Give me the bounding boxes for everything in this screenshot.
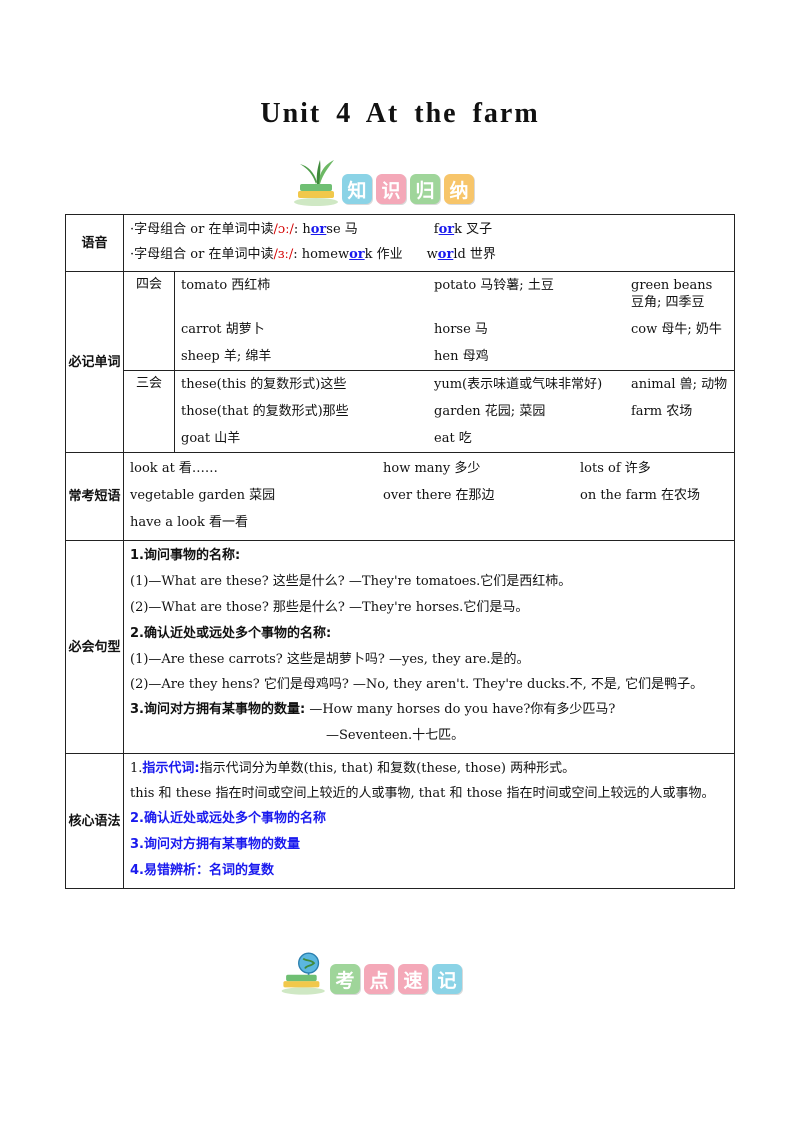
word-item: potato 马铃薯; 土豆: [434, 278, 554, 293]
example-sentence: (1)—Are these carrots? 这些是胡萝卜吗? —yes, th…: [130, 652, 530, 667]
subcategory-label: 四会: [124, 272, 175, 371]
word-item: cow 母牛; 奶牛: [631, 322, 722, 337]
phrase-item: lots of 许多: [580, 461, 651, 476]
banner-char: 点: [364, 964, 394, 994]
phrases-row: 常考短语 look at 看…… how many 多少 lots of 许多 …: [65, 452, 735, 541]
phrase-item: [580, 509, 728, 536]
phrase-item: on the farm 在农场: [580, 488, 700, 503]
pattern-heading: 3.询问对方拥有某事物的数量:: [130, 702, 306, 717]
phrase-grid: look at 看…… how many 多少 lots of 许多 veget…: [130, 455, 728, 536]
phrase-item: vegetable garden 菜园: [130, 488, 276, 503]
phrase-item: [383, 509, 580, 536]
word-item: garden 花园; 菜园: [434, 404, 546, 419]
section-banner-knowledge: 知 识 归 纳: [290, 158, 510, 208]
pattern-line: 3.询问对方拥有某事物的数量: —How many horses do you …: [130, 697, 728, 723]
example-sentence: —Seventeen.十七匹。: [326, 728, 465, 743]
banner-char: 速: [398, 964, 428, 994]
word-item: animal 兽; 动物: [631, 377, 728, 392]
banner-char: 纳: [444, 174, 474, 204]
grammar-point: 2.确认近处或远处多个事物的名称: [130, 811, 326, 826]
banner-char: 归: [410, 174, 440, 204]
pattern-heading: 2.确认近处或远处多个事物的名称:: [130, 626, 332, 641]
grammar-point: 3.询问对方拥有某事物的数量: [130, 837, 300, 852]
word-item: sheep 羊; 绵羊: [181, 349, 272, 364]
grammar-detail: this 和 these 指在时间或空间上较近的人或事物, that 和 tho…: [130, 786, 715, 801]
word-item: yum(表示味道或气味非常好): [434, 377, 603, 392]
word-item: farm 农场: [631, 404, 693, 419]
word-item: those(that 的复数形式)那些: [181, 404, 349, 419]
word-item: [631, 423, 728, 450]
plant-books-icon: [294, 160, 338, 206]
category-label: 必会句型: [65, 540, 124, 754]
section-banner-review: 考 点 速 记: [278, 948, 498, 998]
grammar-row: 核心语法 1.指示代词:指示代词分为单数(this, that) 和复数(the…: [65, 753, 735, 889]
globe-books-icon: [281, 952, 325, 995]
word-item: these(this 的复数形式)这些: [181, 377, 347, 392]
banner-char: 考: [330, 964, 360, 994]
example-sentence: (2)—What are those? 那些是什么? —They're hors…: [130, 600, 529, 615]
vocab-row: 必记单词 四会 tomato 西红柿 potato 马铃薯; 土豆 green …: [65, 271, 735, 453]
word-grid: these(this 的复数形式)这些 yum(表示味道或气味非常好) anim…: [181, 373, 728, 450]
pattern-heading: 1.询问事物的名称:: [130, 548, 241, 563]
word-item: [631, 341, 728, 368]
phrase-item: over there 在那边: [383, 488, 495, 503]
phrase-item: how many 多少: [383, 461, 481, 476]
word-item: eat 吃: [434, 431, 472, 446]
example-sentence: —How many horses do you have?你有多少匹马?: [305, 702, 616, 717]
category-label: 常考短语: [65, 452, 124, 541]
subcategory-label: 三会: [124, 370, 175, 452]
phrase-item: have a look 看一看: [130, 515, 248, 530]
sentences-row: 必会句型 1.询问事物的名称: (1)—What are these? 这些是什…: [65, 540, 735, 754]
word-grid: tomato 西红柿 potato 马铃薯; 土豆 green beans 豆角…: [181, 274, 728, 368]
banner-char: 记: [432, 964, 462, 994]
phrase-item: look at 看……: [130, 461, 218, 476]
word-item: hen 母鸡: [434, 349, 489, 364]
word-item: tomato 西红柿: [181, 278, 271, 293]
grammar-point: 1.指示代词:指示代词分为单数(this, that) 和复数(these, t…: [130, 761, 576, 776]
banner-char: 知: [342, 174, 372, 204]
example-sentence: (2)—Are they hens? 它们是母鸡吗? —No, they are…: [130, 677, 704, 692]
grammar-point: 4.易错辨析：名词的复数: [130, 863, 274, 878]
category-label: 语音: [65, 214, 124, 272]
word-item: goat 山羊: [181, 431, 241, 446]
banner-char: 识: [376, 174, 406, 204]
page-title: Unit 4 At the farm: [260, 98, 540, 129]
word-item: horse 马: [434, 322, 488, 337]
category-label: 必记单词: [65, 271, 124, 453]
example-sentence: (1)—What are these? 这些是什么? —They're toma…: [130, 574, 572, 589]
ipa-symbol: /ɜː/: [273, 247, 294, 262]
word-item: green beans 豆角; 四季豆: [631, 278, 713, 310]
ipa-symbol: /ɔː/: [273, 222, 294, 237]
word-item: carrot 胡萝卜: [181, 322, 265, 337]
category-label: 核心语法: [65, 753, 124, 889]
